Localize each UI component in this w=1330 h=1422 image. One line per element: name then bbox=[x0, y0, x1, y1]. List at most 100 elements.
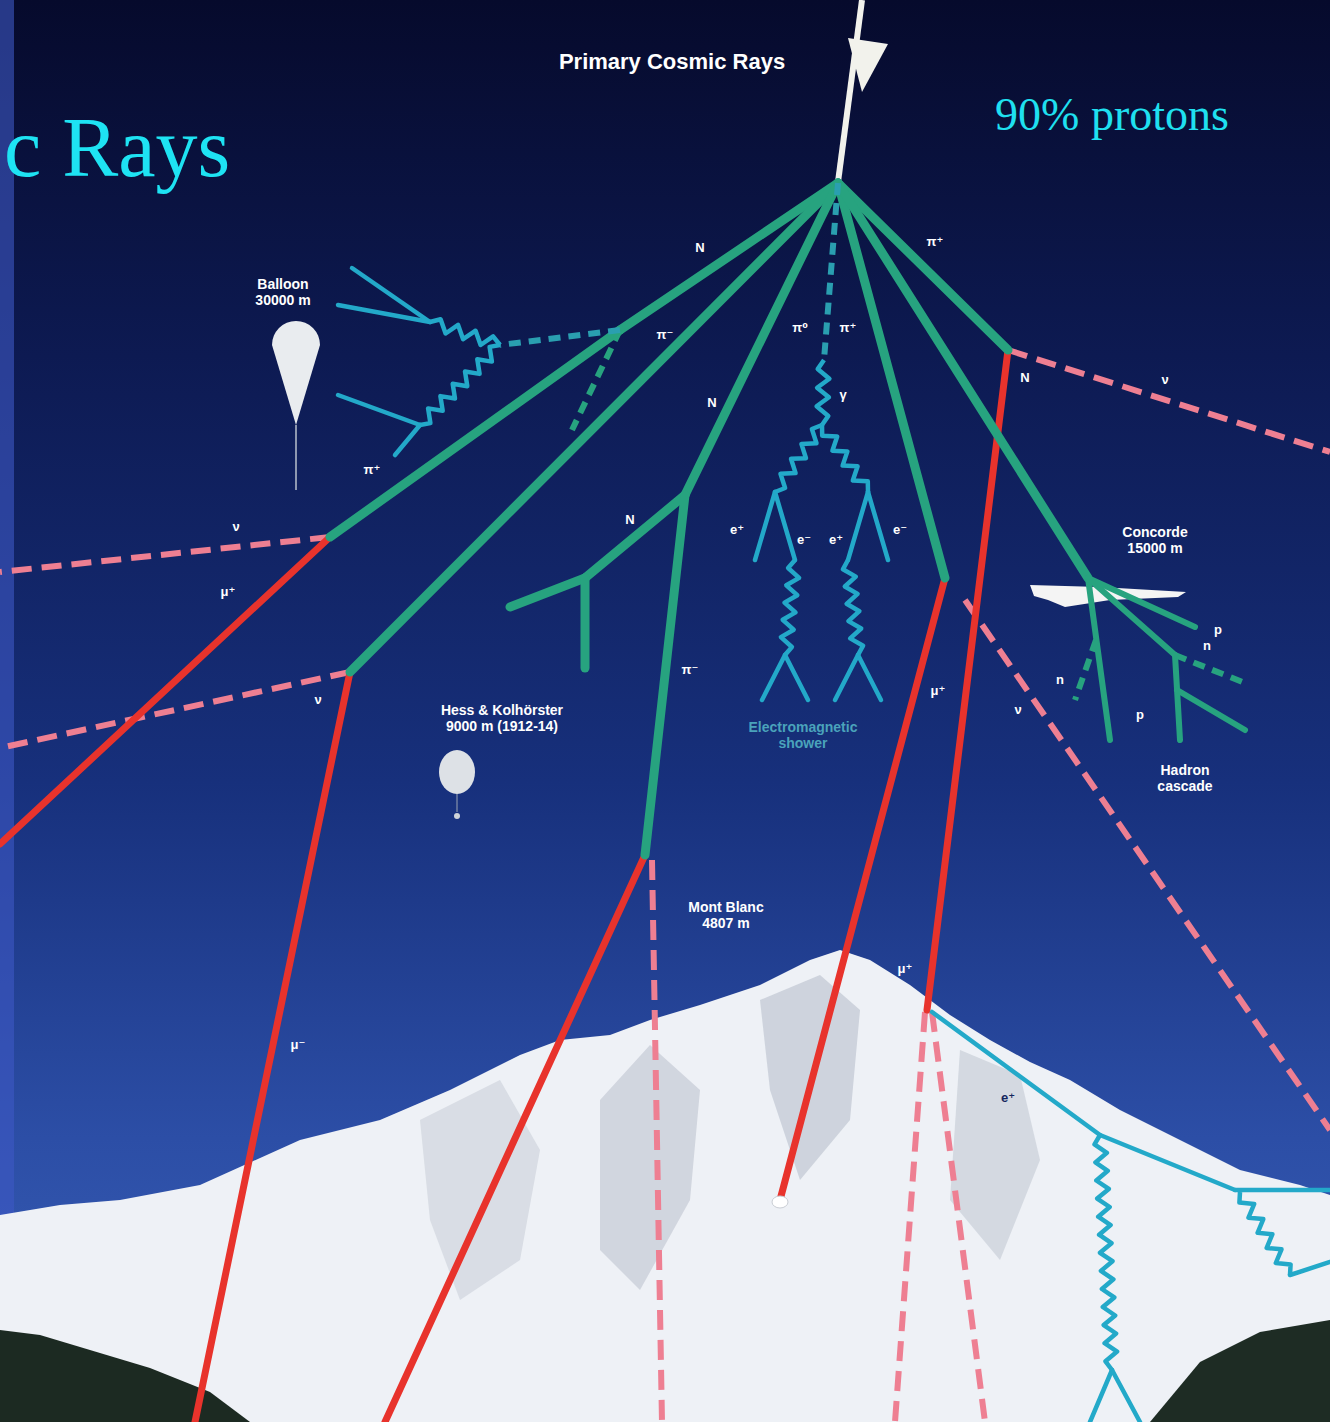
muon-track bbox=[780, 578, 945, 1200]
shower-label: Electromagnetic shower bbox=[738, 719, 868, 751]
muon-track bbox=[195, 672, 350, 1422]
photon-zigzags bbox=[420, 319, 1291, 1370]
em-track bbox=[858, 655, 881, 700]
altitude-label: Balloon 30000 m bbox=[243, 276, 323, 308]
hadron-track bbox=[838, 183, 1088, 578]
balloon-string bbox=[295, 425, 297, 490]
neutron-track bbox=[1075, 640, 1096, 700]
particle-label: π⁺ bbox=[927, 235, 944, 249]
neutral-pion-lines bbox=[500, 183, 838, 360]
neutral-pion-track bbox=[500, 330, 620, 345]
muon-lines bbox=[0, 350, 1008, 1422]
particle-label: e⁺ bbox=[829, 533, 843, 547]
neutrino-track bbox=[652, 860, 662, 1422]
particle-label: γ bbox=[839, 388, 846, 402]
slide-title: c Rays bbox=[4, 100, 230, 196]
altitude-label: Concorde 15000 m bbox=[1115, 524, 1195, 556]
neutron-lines bbox=[572, 330, 1245, 700]
photon-zigzag bbox=[775, 425, 822, 492]
hadron-track bbox=[350, 183, 838, 672]
slide-strip bbox=[0, 0, 14, 1422]
pion-track bbox=[572, 330, 620, 430]
cascade-track bbox=[1088, 578, 1195, 627]
photon-zigzag bbox=[822, 425, 868, 492]
particle-label: n bbox=[1056, 673, 1064, 687]
em-track bbox=[1112, 1370, 1140, 1422]
particle-label: e⁻ bbox=[797, 533, 811, 547]
muon-stop bbox=[772, 1196, 788, 1208]
hadron-track bbox=[838, 183, 945, 578]
hadron-track bbox=[685, 183, 838, 495]
em-track bbox=[395, 425, 420, 455]
neutrino-track bbox=[965, 600, 1330, 1130]
cascade-track bbox=[1088, 578, 1110, 740]
particle-label: N bbox=[1020, 371, 1029, 385]
em-track bbox=[1290, 1262, 1330, 1275]
cascade-track bbox=[1175, 655, 1180, 740]
muon-track bbox=[385, 855, 645, 1422]
photon-zigzag bbox=[1095, 1135, 1118, 1370]
em-track bbox=[848, 492, 868, 560]
mountain bbox=[0, 950, 1330, 1422]
particle-label: π⁺ bbox=[364, 463, 381, 477]
em-track bbox=[762, 655, 785, 700]
particle-label: N bbox=[707, 396, 716, 410]
em-track bbox=[1235, 1188, 1330, 1193]
em-track bbox=[338, 305, 430, 322]
photon-zigzag bbox=[843, 560, 863, 655]
cascade-track bbox=[1177, 690, 1245, 730]
neutrino-track bbox=[1008, 350, 1330, 452]
em-lines bbox=[338, 268, 1330, 1422]
hadron-track bbox=[645, 495, 685, 855]
particle-label: μ⁺ bbox=[221, 585, 236, 599]
neutron-track bbox=[1175, 655, 1245, 683]
neutrino-lines bbox=[0, 350, 1330, 1422]
muon-track bbox=[927, 350, 1008, 1010]
balloon bbox=[272, 321, 320, 425]
em-track bbox=[338, 395, 420, 425]
photon-zigzag bbox=[781, 560, 799, 655]
particle-label: e⁻ bbox=[893, 523, 907, 537]
particle-label: N bbox=[625, 513, 634, 527]
hadron-lines bbox=[330, 183, 1088, 855]
photon-zigzag bbox=[817, 360, 830, 425]
altitude-label: Hess & Kolhörster 9000 m (1912-14) bbox=[427, 702, 577, 734]
particle-label: ν bbox=[314, 693, 321, 707]
muon-track bbox=[0, 537, 330, 844]
photon-zigzag bbox=[420, 345, 500, 425]
em-track bbox=[785, 655, 808, 700]
altitude-label: Mont Blanc 4807 m bbox=[676, 899, 776, 931]
em-track bbox=[1100, 1135, 1235, 1190]
particle-label: π⁻ bbox=[657, 328, 674, 342]
particle-label: ν bbox=[232, 520, 239, 534]
particle-label: ν bbox=[1014, 703, 1021, 717]
particle-label: e⁺ bbox=[1001, 1091, 1015, 1105]
particle-label: e⁺ bbox=[730, 523, 744, 537]
heading-label: Primary Cosmic Rays bbox=[559, 49, 785, 75]
em-track bbox=[755, 492, 775, 560]
em-track bbox=[868, 492, 888, 560]
hadron-track bbox=[510, 578, 585, 607]
photon-zigzag bbox=[1239, 1192, 1290, 1275]
neutrino-track bbox=[0, 537, 330, 572]
particle-label: π⁺ bbox=[840, 321, 857, 335]
hadron-track bbox=[585, 495, 685, 578]
em-track bbox=[775, 492, 795, 560]
hess-balloon-string bbox=[457, 794, 458, 812]
note-label: 90% protons bbox=[995, 89, 1229, 141]
em-track bbox=[1090, 1370, 1112, 1422]
particle-label: p bbox=[1136, 708, 1144, 722]
hadron-track bbox=[581, 578, 590, 668]
particle-label: ν bbox=[1161, 373, 1168, 387]
hadron-cascade-lines bbox=[1088, 578, 1245, 740]
photon-zigzag bbox=[430, 319, 500, 345]
primary-arrow-shaft bbox=[838, 0, 862, 182]
particle-label: π⁰ bbox=[792, 321, 808, 335]
particle-label: π⁻ bbox=[682, 663, 699, 677]
cascade-track bbox=[1088, 578, 1175, 655]
em-track bbox=[835, 655, 858, 700]
hadron-track bbox=[330, 330, 620, 537]
primary-arrowhead bbox=[848, 38, 888, 92]
